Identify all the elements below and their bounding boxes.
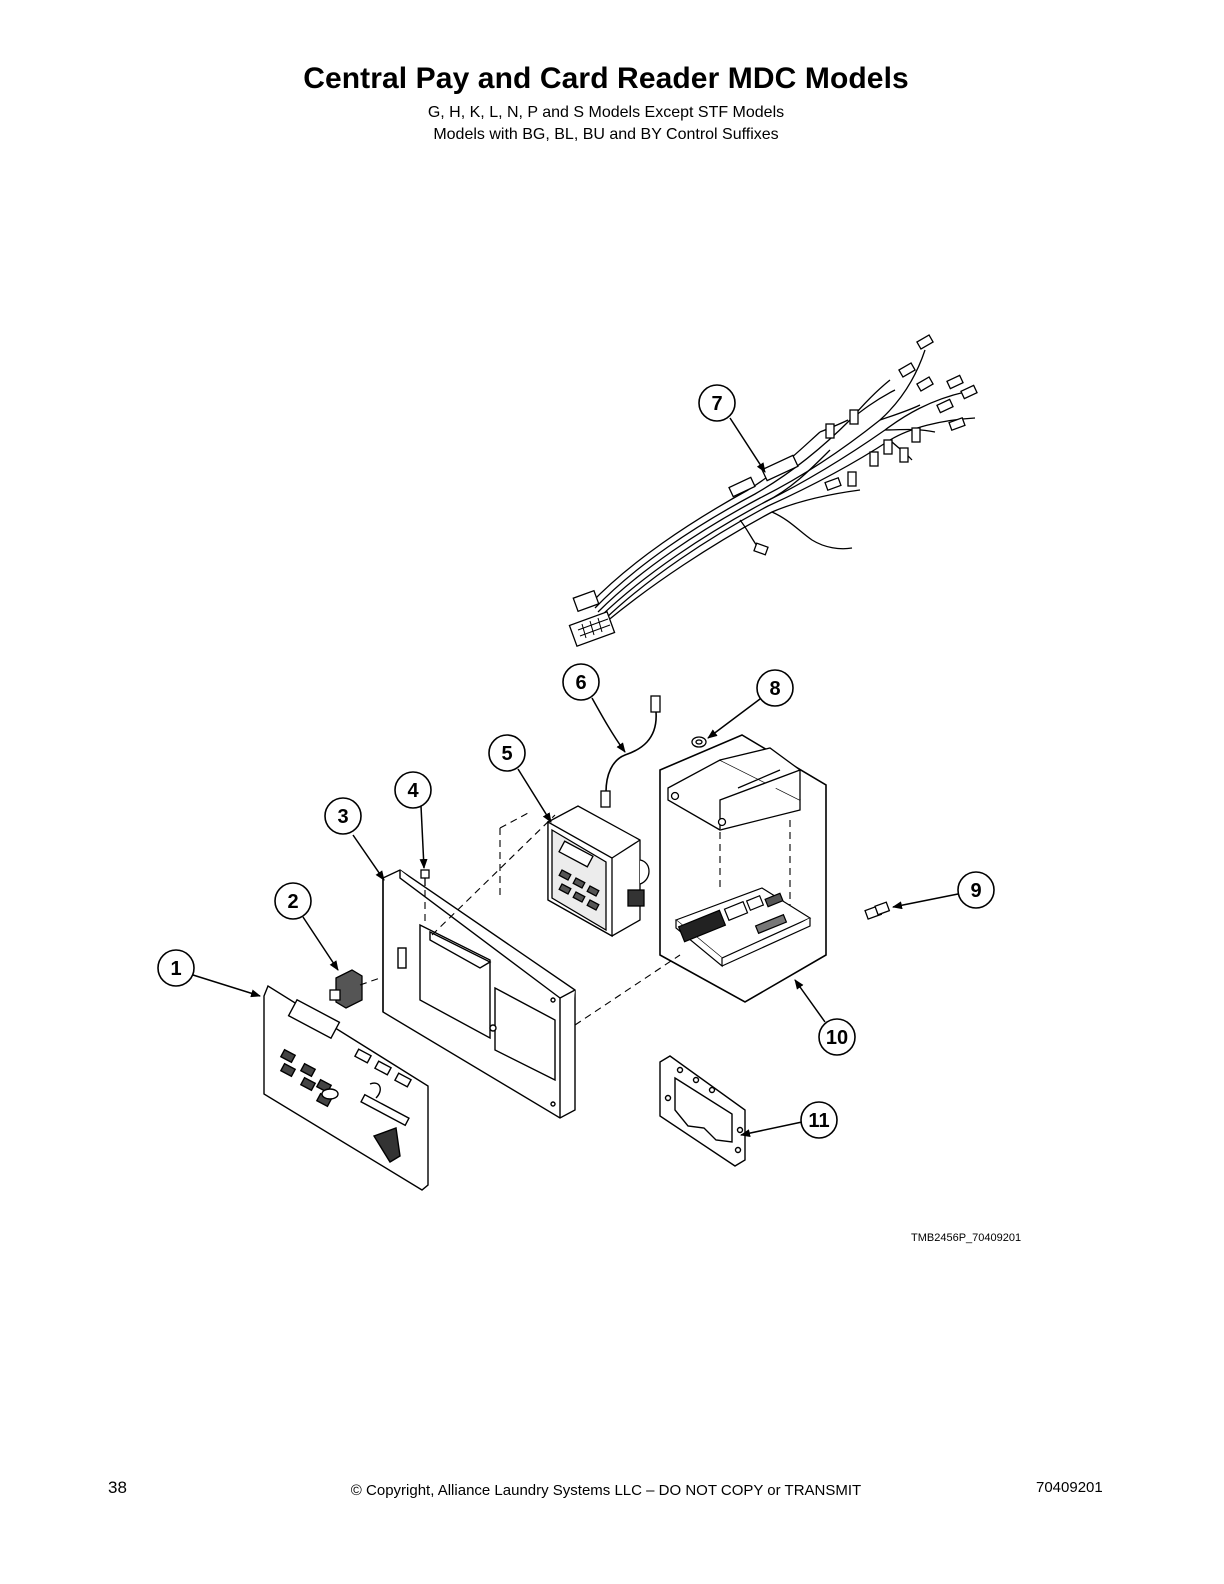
control-module-part [547,805,650,938]
callout-label-2: 2 [287,891,298,913]
copyright-notice: © Copyright, Alliance Laundry Systems LL… [350,1482,862,1499]
callout-circle-2 [274,882,312,920]
callout-label-11: 11 [808,1110,829,1132]
nut-part [691,736,707,748]
control-panel-bracket-part [382,869,576,1119]
faceplate-overlay-part [263,984,429,1191]
assembly-alignment-lines [359,811,791,1026]
page-title: Central Pay and Card Reader MDC Models [303,62,909,95]
gasket-part [659,1055,746,1167]
switch-part [329,969,363,1009]
page-number: 38 [108,1478,127,1497]
callout-circle-8 [756,669,794,707]
callout-circle-1 [157,949,195,987]
callout-circle-6 [562,663,600,701]
callout-label-10: 10 [826,1027,848,1049]
document-number: 70409201 [1036,1479,1103,1496]
card-reader-board [674,887,812,968]
plug-pins [577,617,611,639]
callout-label-6: 6 [575,672,586,694]
callout-circle-4 [394,771,432,809]
card-reader-bracket [667,747,801,831]
callout-leaders [192,417,959,1138]
screw-part [420,869,430,886]
callout-label-1: 1 [170,958,181,980]
callout-circle-11 [800,1101,838,1139]
callout-circle-7 [698,384,736,422]
plug-connector-part [864,901,891,920]
drawing-code: TMB2456P_70409201 [911,1232,1022,1244]
callout-circle-3 [324,797,362,835]
page-subtitle-suffixes: Models with BG, BL, BU and BY Control Su… [433,126,779,143]
callout-label-3: 3 [337,806,348,828]
callout-label-8: 8 [769,678,780,700]
jumper-wire-part [600,695,661,808]
callout-label-7: 7 [711,393,722,415]
callout-badges [157,384,995,1139]
callout-circle-9 [957,871,995,909]
callout-label-5: 5 [501,743,512,765]
wire-harness-part [589,349,976,623]
page-subtitle-models: G, H, K, L, N, P and S Models Except STF… [427,104,785,121]
callout-circle-10 [818,1018,856,1056]
callout-circle-5 [488,734,526,772]
callout-label-9: 9 [970,880,981,902]
card-reader-assembly-outline [659,734,827,1003]
callout-label-4: 4 [407,780,419,802]
